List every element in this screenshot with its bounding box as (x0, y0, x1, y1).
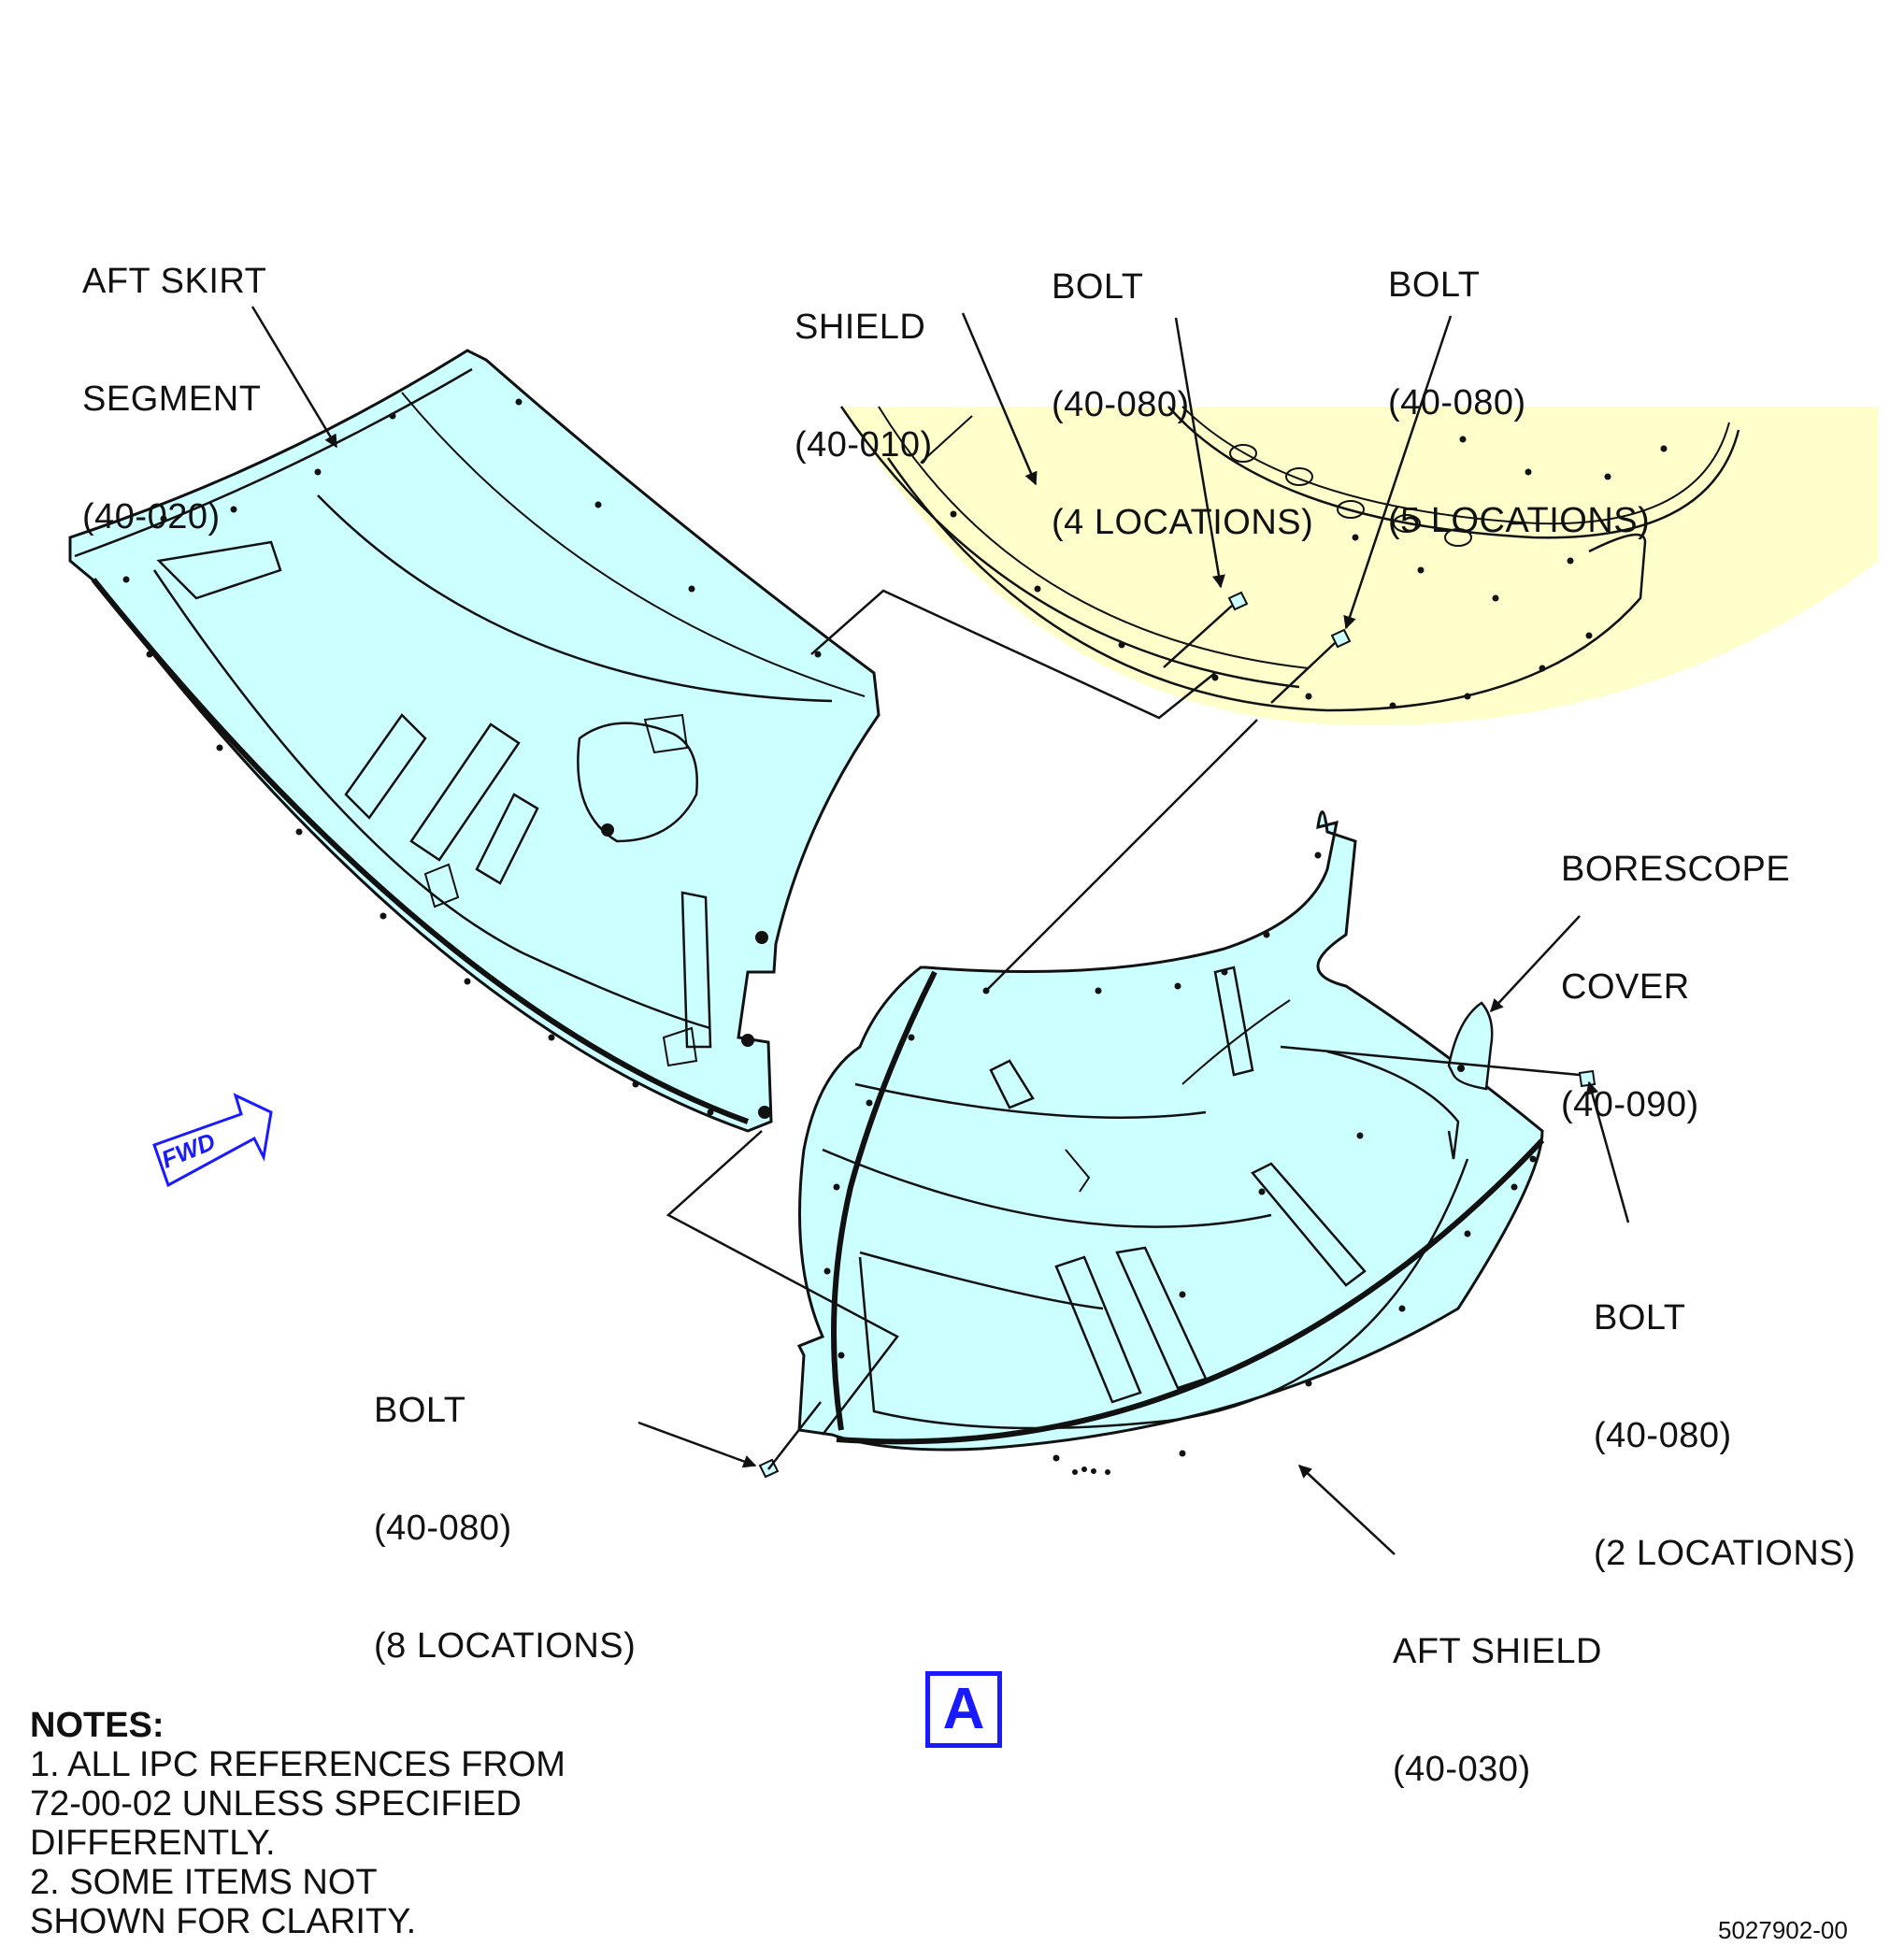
view-a-label: A (925, 1671, 1002, 1748)
callout-bolt-4-locations: BOLT (40-080) (4 LOCATIONS) (1052, 267, 1314, 542)
drawing-number: 5027902-00 (1718, 1916, 1848, 1944)
aft-skirt-segment-part (68, 349, 881, 1133)
callout-aft-shield: AFT SHIELD (40-030) (1393, 1632, 1602, 1789)
note-item-2: 2. SOME ITEMS NOT SHOWN FOR CLARITY. (30, 1863, 417, 1941)
fwd-arrow-icon: FWD (152, 1093, 273, 1188)
callout-borescope-cover: BORESCOPE COVER (40-090) (1561, 850, 1791, 1124)
callout-bolt-8-locations: BOLT (40-080) (8 LOCATIONS) (374, 1391, 637, 1666)
notes-heading: NOTES: (30, 1706, 165, 1745)
callout-bolt-2-locations: BOLT (40-080) (2 LOCATIONS) (1594, 1298, 1856, 1573)
bolt-icons (758, 591, 1596, 1479)
bolt-icon (1330, 628, 1352, 649)
callout-shield: SHIELD (40-010) (795, 308, 933, 465)
bolt-icon (1227, 591, 1249, 611)
note-item-1: 1. ALL IPC REFERENCES FROM 72-00-02 UNLE… (30, 1745, 566, 1863)
shield-part (839, 406, 1879, 726)
leader-lines (251, 306, 1630, 1555)
installation-lines (666, 589, 1581, 1470)
callout-aft-skirt-segment: AFT SKIRT SEGMENT (40-020) (82, 262, 267, 536)
notes-block: NOTES: 1. ALL IPC REFERENCES FROM 72-00-… (30, 1706, 566, 1941)
aft-shield-part (796, 810, 1545, 1475)
borescope-cover-part (1447, 1001, 1494, 1091)
callout-bolt-5-locations: BOLT (40-080) (5 LOCATIONS) (1388, 265, 1651, 540)
